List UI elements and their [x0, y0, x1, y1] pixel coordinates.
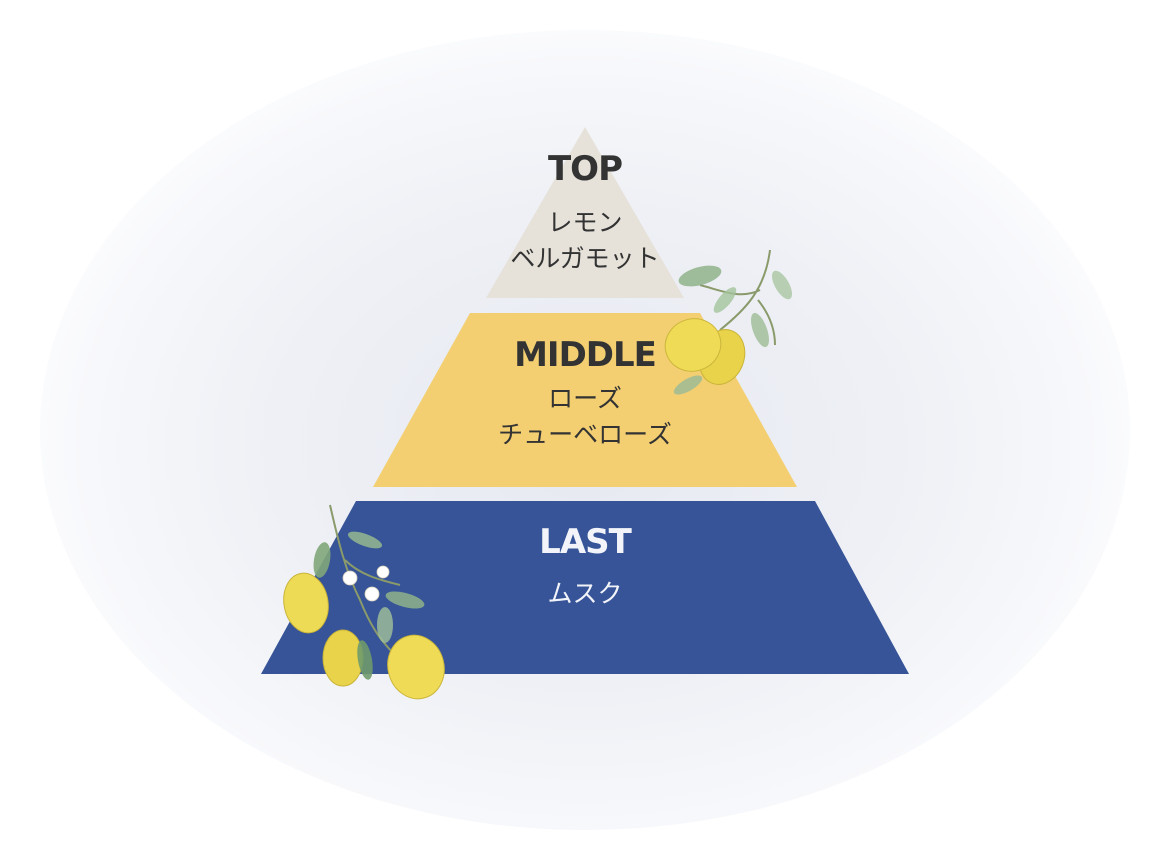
tier-top-note: レモン [547, 208, 623, 237]
lemon-branch-icon [664, 249, 793, 395]
tier-middle-note: ローズ [548, 384, 622, 413]
tier-top-note: ベルガモット [510, 244, 660, 273]
tier-top-title: TOP [547, 149, 623, 189]
tier-last-note: ムスク [547, 579, 623, 608]
tier-middle-note: チューベローズ [498, 420, 672, 449]
tier-top-shape [486, 127, 684, 298]
tier-last-shape [261, 501, 909, 674]
lemon-branch-with-blossoms-icon [283, 504, 445, 700]
tier-last-title: LAST [539, 522, 632, 562]
tier-middle-title: MIDDLE [514, 335, 657, 375]
